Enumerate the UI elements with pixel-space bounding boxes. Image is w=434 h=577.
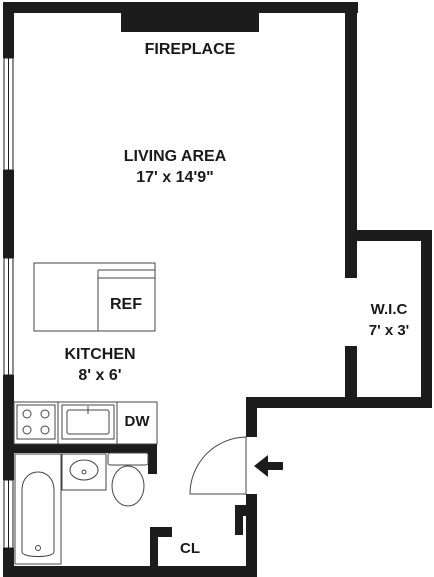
fireplace-text: FIREPLACE xyxy=(144,41,236,58)
ref-text: REF xyxy=(110,296,142,313)
living-area-name: LIVING AREA xyxy=(123,148,227,165)
wall-closet-right xyxy=(235,505,257,516)
wall-bath-right xyxy=(148,444,157,474)
wic-name: W.I.C xyxy=(370,301,408,318)
entry-door-swing xyxy=(189,436,247,495)
wall-left-mid xyxy=(3,170,14,258)
wall-closet-left-post xyxy=(150,527,158,572)
wall-right-upper xyxy=(345,2,357,278)
wall-bath-top xyxy=(3,444,157,453)
wall-entry-upper xyxy=(246,397,257,437)
dw-text: DW xyxy=(124,413,150,430)
wall-left-bath xyxy=(3,548,14,575)
wall-left-bottom xyxy=(3,375,14,480)
closet-label: CL xyxy=(170,538,210,559)
stove xyxy=(16,404,56,440)
wall-wic-top xyxy=(345,230,432,241)
toilet-bowl xyxy=(111,465,145,507)
wall-top-left xyxy=(3,2,123,13)
wall-bottom xyxy=(3,566,257,577)
closet-text: CL xyxy=(180,540,200,557)
wall-entry-lower xyxy=(246,494,257,577)
wall-left-top xyxy=(3,2,14,58)
kitchen-size: 8' x 6' xyxy=(78,367,122,384)
wall-closet-left xyxy=(150,527,172,537)
living-area-size: 17' x 14'9" xyxy=(136,169,214,186)
wall-top-right xyxy=(258,2,358,13)
wic-size: 7' x 3' xyxy=(368,322,410,339)
entry-arrow-icon xyxy=(254,455,283,477)
wall-wic-bottom xyxy=(345,397,432,408)
kitchen-label: KITCHEN 8' x 6' xyxy=(40,344,160,386)
fireplace-box xyxy=(121,2,259,32)
dw-label: DW xyxy=(117,411,157,432)
wall-wic-right xyxy=(421,230,432,408)
ref-label: REF xyxy=(100,294,152,315)
wall-closet-right-post xyxy=(235,505,243,535)
kitchen-name: KITCHEN xyxy=(64,346,136,363)
wall-entry-top xyxy=(246,397,357,408)
wall-wic-left-lower xyxy=(345,346,357,408)
living-area-label: LIVING AREA 17' x 14'9" xyxy=(90,146,260,188)
refrigerator xyxy=(97,269,155,331)
fireplace-label: FIREPLACE xyxy=(120,39,260,60)
kitchen-counter-top xyxy=(33,262,156,332)
wic-label: W.I.C 7' x 3' xyxy=(357,299,421,341)
toilet-tank xyxy=(107,452,149,466)
